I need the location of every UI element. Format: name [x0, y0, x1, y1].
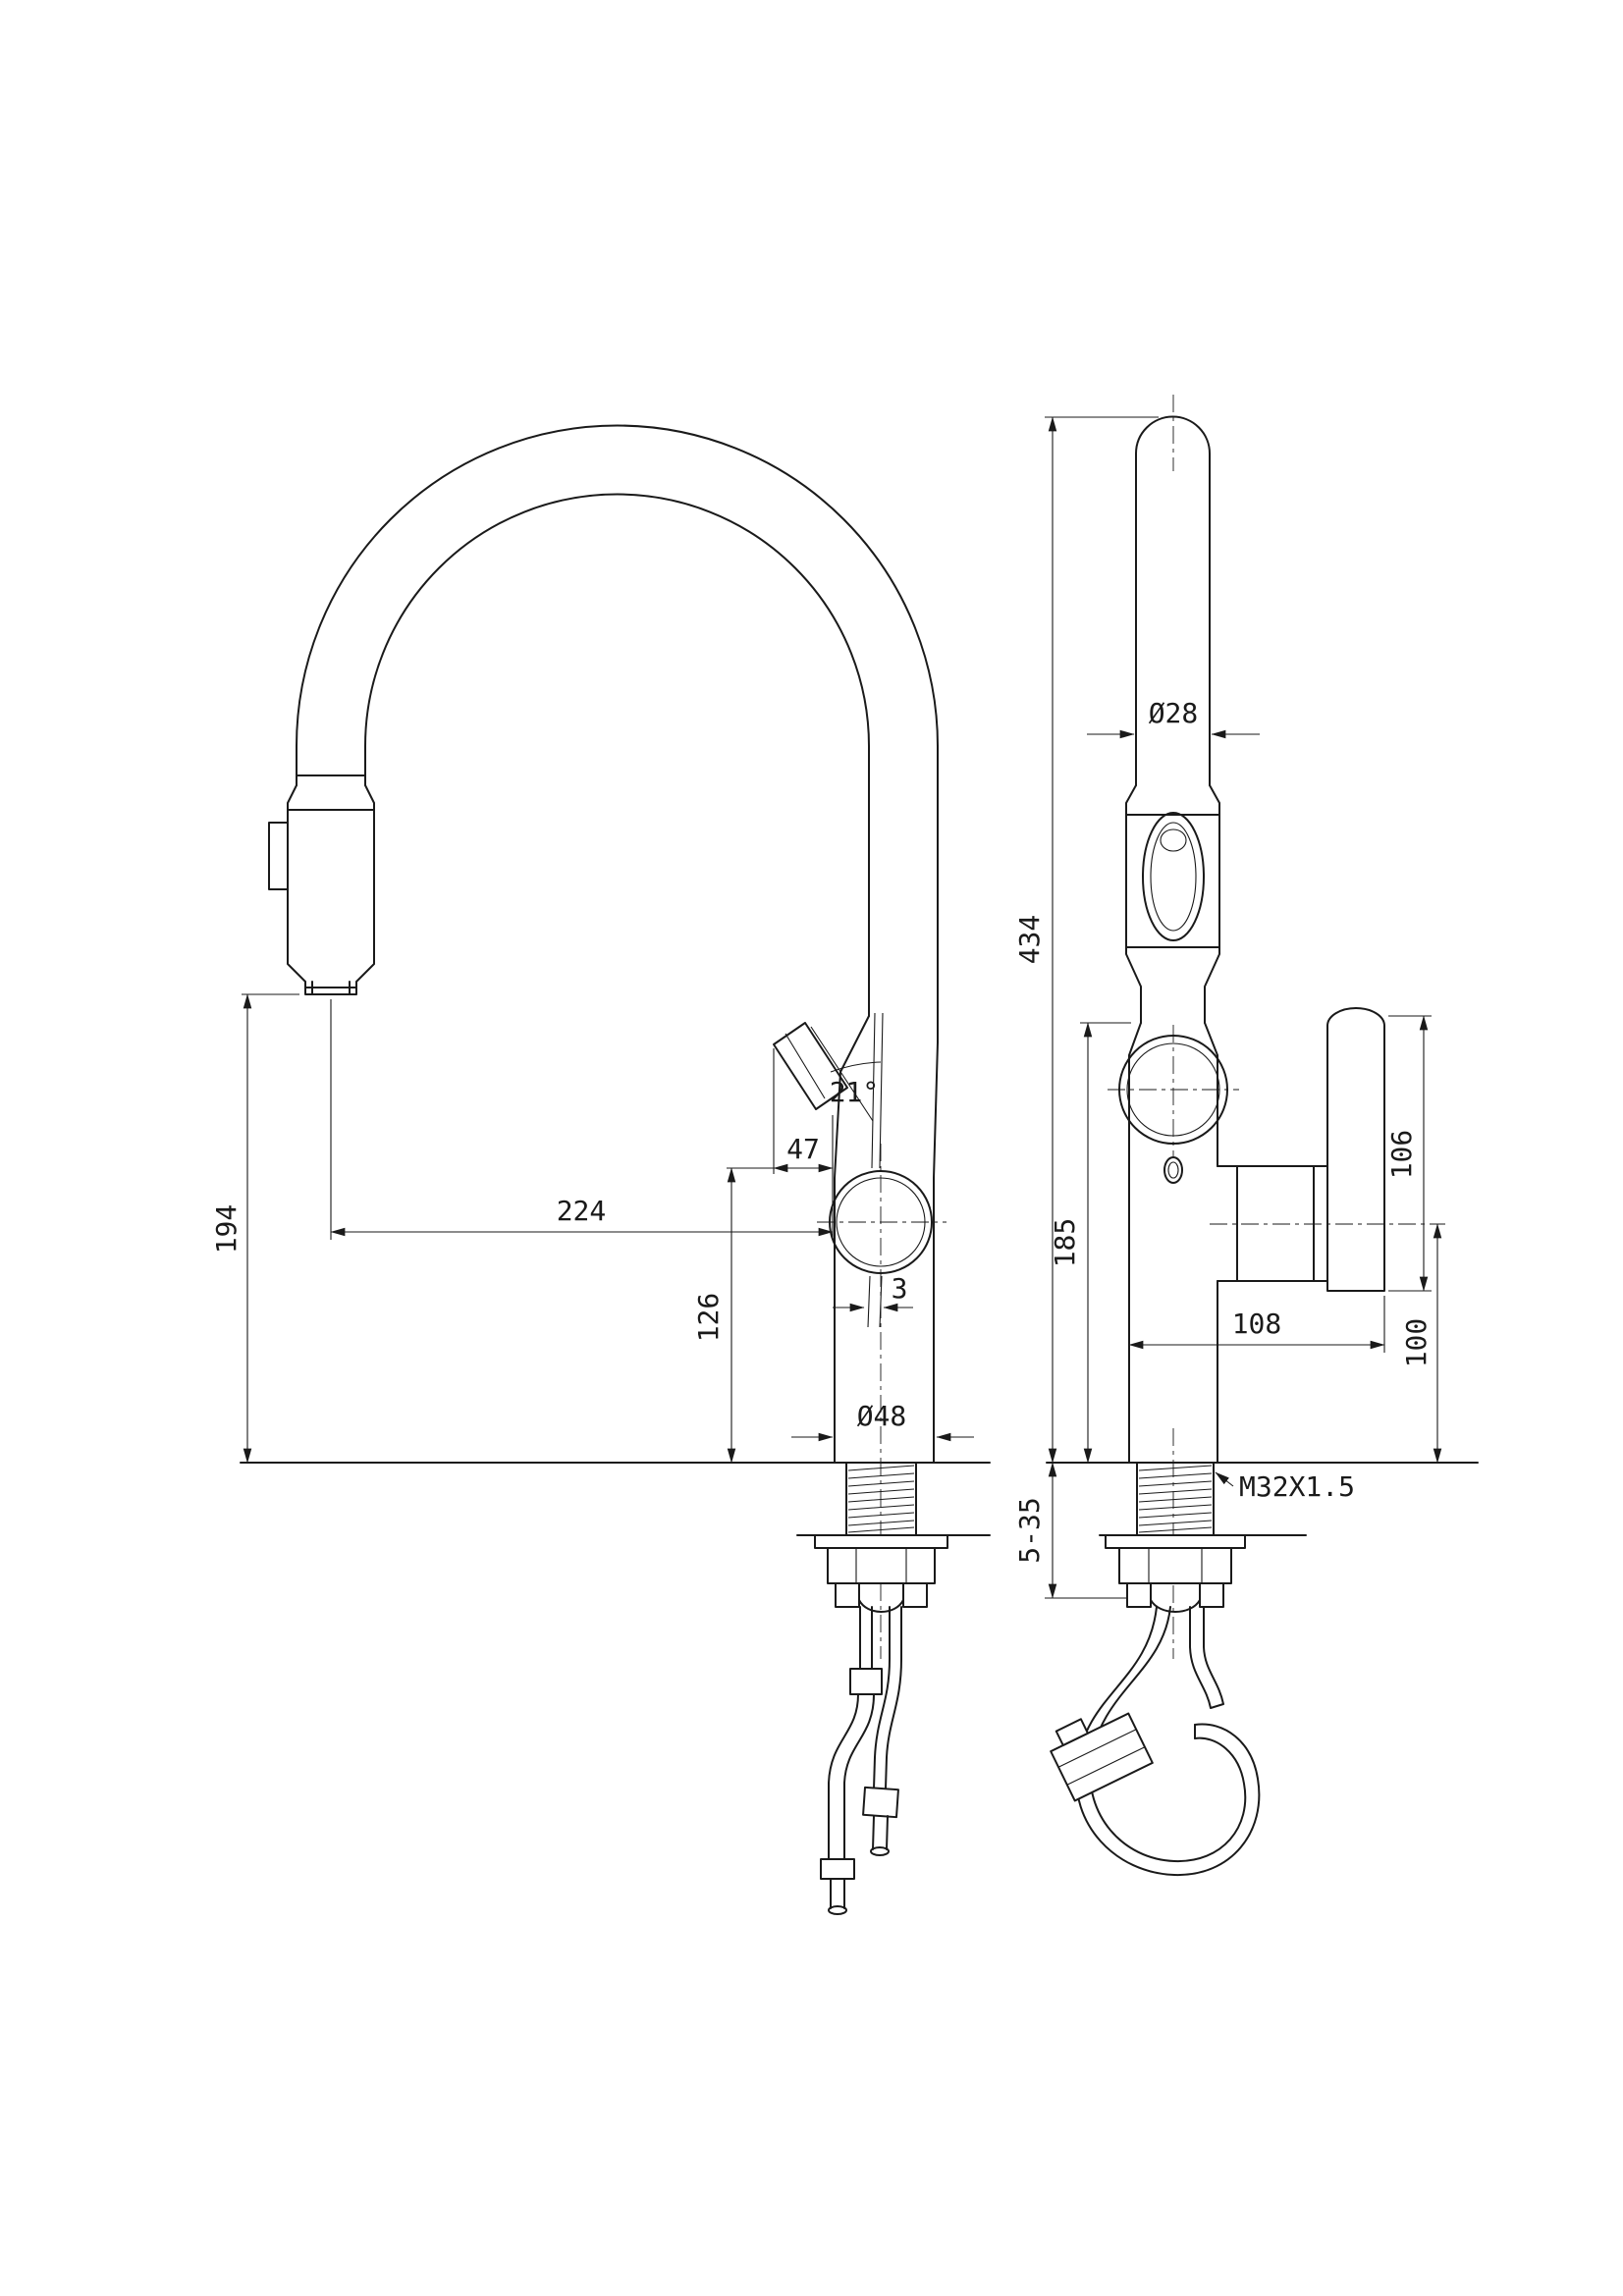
dim-label-108: 108	[1232, 1308, 1282, 1340]
hose-short-right	[1189, 1606, 1224, 1709]
spray-head	[287, 784, 375, 995]
shank-left-threads	[847, 1465, 915, 1533]
handle-lever-detail	[784, 1033, 826, 1099]
nut-left-tab-b	[902, 1582, 928, 1608]
side-centerlines	[1108, 395, 1445, 1659]
hose-end-a	[830, 1878, 845, 1909]
dim-label-126: 126	[692, 1293, 725, 1343]
hose-cap-a	[828, 1905, 847, 1915]
dim-outlet-center-height: 100	[1400, 1223, 1442, 1464]
dim-mount-thread: M32X1.5	[1215, 1470, 1355, 1503]
spout-arc	[296, 424, 939, 1043]
deck-line-left	[240, 1462, 991, 1536]
dim-body-depth: 108	[1128, 1296, 1385, 1353]
dimensions-front: 194 224 126 47 21° 3	[210, 993, 974, 1464]
dim-handle-offset: 47	[773, 1048, 834, 1174]
outlet-side	[1217, 1165, 1328, 1282]
hose-left-b	[873, 1606, 902, 1789]
dim-body-height: 126	[692, 1167, 776, 1464]
nut-right-yoke	[1150, 1599, 1201, 1613]
front-view	[268, 424, 948, 1915]
dim-handle-angle: 21°	[810, 1026, 882, 1122]
nut-right-tab-b	[1199, 1582, 1224, 1608]
dim-deck-to-spout: 185	[1049, 1022, 1131, 1464]
mounting-nut-right	[1118, 1547, 1232, 1584]
hose-left-a2	[828, 1693, 875, 1860]
front-centerlines	[817, 1144, 947, 1659]
dim-base-diameter: Ø48	[791, 1400, 974, 1442]
hose-left-a	[859, 1606, 873, 1670]
dim-label-5-35: 5-35	[1013, 1497, 1046, 1563]
body-side	[1128, 1022, 1218, 1464]
hose-loop-outer	[1075, 1606, 1261, 1877]
hose-fitting-c	[862, 1786, 899, 1819]
hose-loop-fitting	[1050, 1712, 1154, 1802]
flange-left	[814, 1534, 948, 1549]
dim-label-3: 3	[892, 1272, 908, 1305]
handle-bar-side	[1326, 1007, 1385, 1292]
faucet-body	[834, 1015, 939, 1464]
spray-head-side	[1125, 784, 1220, 1024]
dim-label-dia28: Ø28	[1149, 697, 1199, 729]
dim-label-185: 185	[1049, 1218, 1081, 1268]
spray-button-top	[1160, 828, 1187, 852]
dim-handle-length: 106	[1385, 1015, 1432, 1292]
nut-right-detail	[1148, 1548, 1203, 1583]
dim-label-434: 434	[1013, 915, 1046, 965]
hose-cap-b	[870, 1846, 890, 1856]
dim-label-194: 194	[210, 1204, 243, 1255]
nut-right-tab-a	[1126, 1582, 1152, 1608]
hose-end-b	[872, 1815, 889, 1850]
hose-fitting-b	[820, 1858, 855, 1880]
spray-head-clip	[268, 822, 289, 890]
dim-label-100: 100	[1400, 1318, 1433, 1368]
hose-fitting-a	[849, 1668, 883, 1695]
dim-seam-gap: 3	[833, 1272, 913, 1312]
hose-loop-inner	[1089, 1606, 1247, 1863]
handle-lever	[773, 1022, 848, 1110]
pin-hole-outer	[1163, 1156, 1183, 1184]
nut-left-detail	[855, 1548, 907, 1583]
body-seam-lines	[867, 1012, 884, 1328]
flange-right	[1105, 1534, 1246, 1549]
dim-label-21deg: 21°	[830, 1076, 880, 1108]
mounting-nut-left	[827, 1547, 936, 1584]
dim-spout-tube-diameter: Ø28	[1087, 697, 1260, 739]
dimensions-side: 434 Ø28 185 106 108 100 M32X	[1013, 416, 1442, 1599]
side-view	[1050, 395, 1445, 1877]
shank-right-threads	[1138, 1465, 1213, 1533]
dim-label-224: 224	[557, 1195, 607, 1227]
dim-label-47: 47	[786, 1133, 820, 1165]
dim-spout-height: 194	[210, 993, 299, 1464]
shank-left-edges	[845, 1462, 917, 1536]
pin-hole-inner	[1167, 1161, 1179, 1179]
dim-label-106: 106	[1385, 1130, 1418, 1180]
nut-left-tab-a	[835, 1582, 860, 1608]
dim-overall-height: 434	[1013, 416, 1159, 1464]
spray-button-inner	[1150, 822, 1197, 932]
nut-left-yoke	[858, 1599, 904, 1613]
shank-right-edges	[1136, 1462, 1215, 1536]
dim-label-thread: M32X1.5	[1239, 1470, 1355, 1503]
dim-spout-reach: 224	[330, 999, 834, 1240]
dim-deck-thickness: 5-35	[1013, 1462, 1127, 1599]
spray-button-outer	[1142, 812, 1205, 941]
dim-label-dia48: Ø48	[857, 1400, 907, 1432]
spout-tube-side	[1135, 415, 1211, 786]
